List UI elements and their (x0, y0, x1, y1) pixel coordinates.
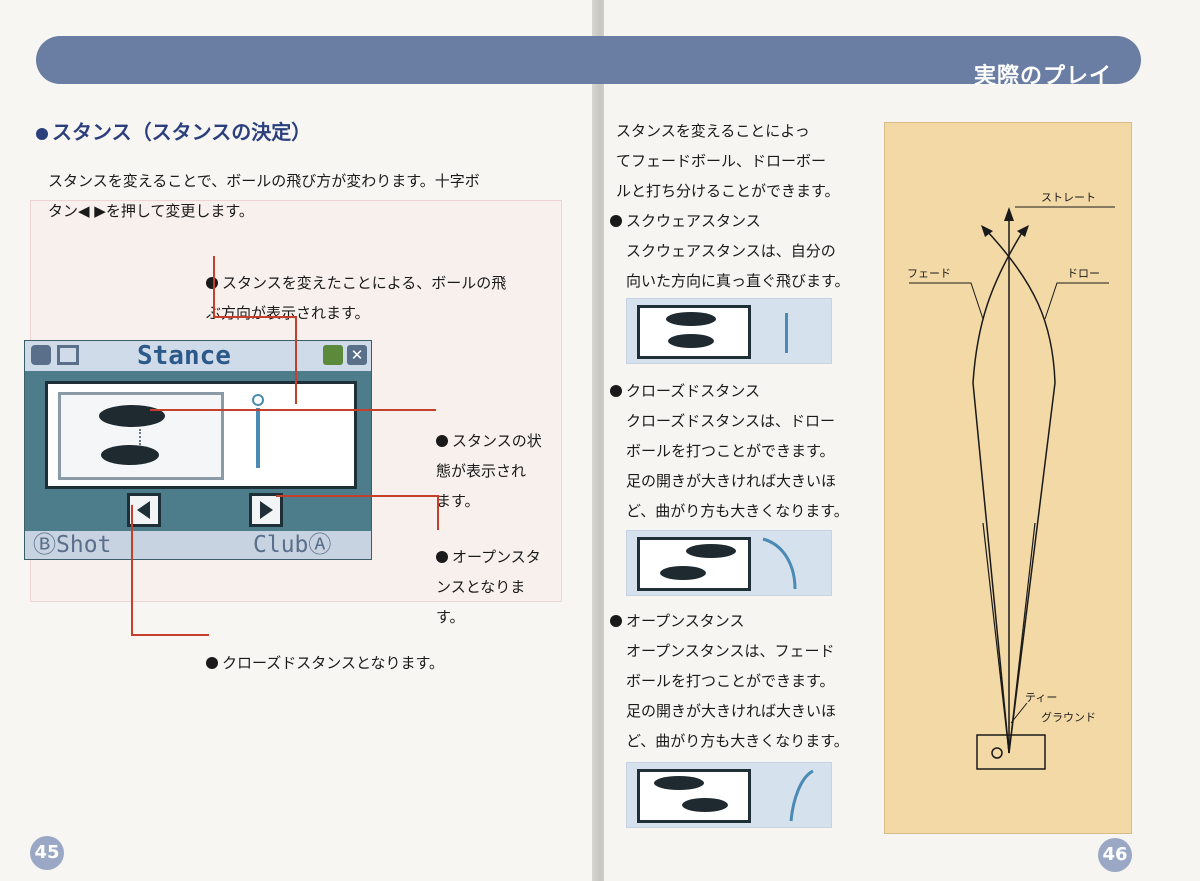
open-bullet-icon (610, 615, 622, 627)
flag-icon (323, 345, 343, 365)
closed-feet-frame (637, 537, 751, 591)
shot-label[interactable]: ⒷShot (33, 531, 111, 559)
callout-bullet-icon (436, 435, 448, 447)
callout-bullet-icon (206, 657, 218, 669)
ball-path-line (256, 408, 260, 468)
callout-direction-text: スタンスを変えたことによる、ボールの飛 ぶ方向が表示されます。 (206, 274, 507, 322)
callout-bullet-icon (206, 277, 218, 289)
callout-open: オープンスタ ンスとなりま す。 (436, 512, 576, 632)
closed-section: クローズドスタンス (610, 376, 880, 406)
foot-icon (668, 334, 714, 348)
open-section: オープンスタンス (610, 606, 880, 636)
foot-icon (686, 544, 736, 558)
square-feet-frame (637, 305, 751, 359)
arrow-right-icon (260, 501, 273, 519)
fade-curve-icon (789, 769, 814, 822)
callout-state-text: スタンスの状 態が表示され ます。 (436, 432, 542, 510)
leader-line (213, 256, 215, 316)
stance-right-button[interactable] (249, 493, 283, 527)
page-number-left: 45 (30, 836, 64, 870)
square-title: スクウェアスタンス (626, 212, 761, 230)
foot-icon (654, 776, 704, 790)
leader-line (295, 316, 297, 404)
b-button-icon: Ⓑ (33, 532, 56, 558)
square-desc: スクウェアスタンスは、自分の 向いた方向に真っ直ぐ飛びます。 (626, 242, 850, 290)
leader-line (437, 495, 439, 530)
foot-bottom-icon (101, 445, 159, 465)
closed-stance-image (626, 530, 832, 596)
callout-direction: スタンスを変えたことによる、ボールの飛 ぶ方向が表示されます。 (206, 238, 566, 328)
label-draw: ドロー (1067, 267, 1100, 280)
ball-marker-icon (252, 394, 264, 406)
page-left: スタンス（スタンスの決定） スタンスを変えることで、ボールの飛び方が変わります。… (0, 0, 596, 881)
shot-text: Shot (56, 532, 112, 558)
section-heading: スタンス（スタンスの決定） (36, 116, 311, 145)
callout-bullet-icon (436, 551, 448, 563)
a-button-icon: Ⓐ (308, 532, 332, 558)
close-icon: ✕ (347, 345, 367, 365)
callout-state: スタンスの状 態が表示され ます。 (436, 396, 576, 516)
feet-frame (58, 392, 224, 480)
stance-center-line (139, 429, 141, 445)
foot-icon (682, 798, 728, 812)
open-feet-frame (637, 769, 751, 823)
open-desc: オープンスタンスは、フェード ボールを打つことができます。 足の開きが大きければ… (626, 642, 849, 750)
ball-path-line (785, 313, 788, 353)
open-stance-image (626, 762, 832, 828)
y-button-icon (31, 345, 51, 365)
open-title: オープンスタンス (626, 612, 745, 630)
arrow-left-icon (137, 501, 150, 519)
header-title: 実際のプレイ (973, 64, 1112, 89)
label-fade: フェード (907, 267, 951, 280)
menu-icon (57, 345, 79, 365)
trajectory-lines (909, 206, 1115, 770)
leader-line (131, 634, 209, 636)
game-title-bar (25, 341, 371, 371)
leader-line (213, 316, 296, 318)
callout-closed: クローズドスタンスとなります。 (206, 618, 526, 678)
callout-closed-text: クローズドスタンスとなります。 (222, 654, 445, 672)
label-tee-2: グラウンド (1041, 711, 1096, 724)
closed-title: クローズドスタンス (626, 382, 760, 400)
stance-view (45, 381, 357, 489)
callout-open-text: オープンスタ ンスとなりま す。 (436, 548, 541, 626)
header-banner (36, 36, 1141, 84)
page-number-right: 46 (1098, 838, 1132, 872)
label-straight: ストレート (1041, 191, 1096, 204)
section-heading-text: スタンス（スタンスの決定） (52, 120, 312, 144)
game-screen: Stance ✕ ⒷShot ClubⒶ (24, 340, 372, 560)
game-title: Stance (137, 341, 231, 371)
closed-desc: クローズドスタンスは、ドロー ボールを打つことができます。 足の開きが大きければ… (626, 412, 849, 520)
game-bottom-bar (25, 531, 371, 559)
leader-line (150, 409, 436, 411)
leader-line (276, 495, 438, 497)
label-tee-1: ティー (1025, 691, 1058, 704)
trajectory-diagram: ストレート フェード ドロー ティー グラウンド (884, 122, 1132, 834)
intro-text: スタンスを変えることで、ボールの飛び方が変わります。十字ボ タン◀ ▶を押して変… (48, 172, 480, 220)
square-stance-image (626, 298, 832, 364)
heading-bullet-icon (36, 128, 48, 140)
foot-icon (666, 312, 716, 326)
square-section: スクウェアスタンス (610, 206, 880, 236)
foot-icon (660, 566, 706, 580)
leader-line (131, 505, 133, 635)
club-text: Club (253, 532, 309, 558)
closed-bullet-icon (610, 385, 622, 397)
foot-top-icon (99, 405, 165, 427)
draw-curve-icon (762, 537, 797, 590)
club-label[interactable]: ClubⒶ (253, 531, 331, 559)
square-bullet-icon (610, 215, 622, 227)
right-intro-text: スタンスを変えることによっ てフェードボール、ドローボー ルと打ち分けることがで… (616, 122, 840, 200)
